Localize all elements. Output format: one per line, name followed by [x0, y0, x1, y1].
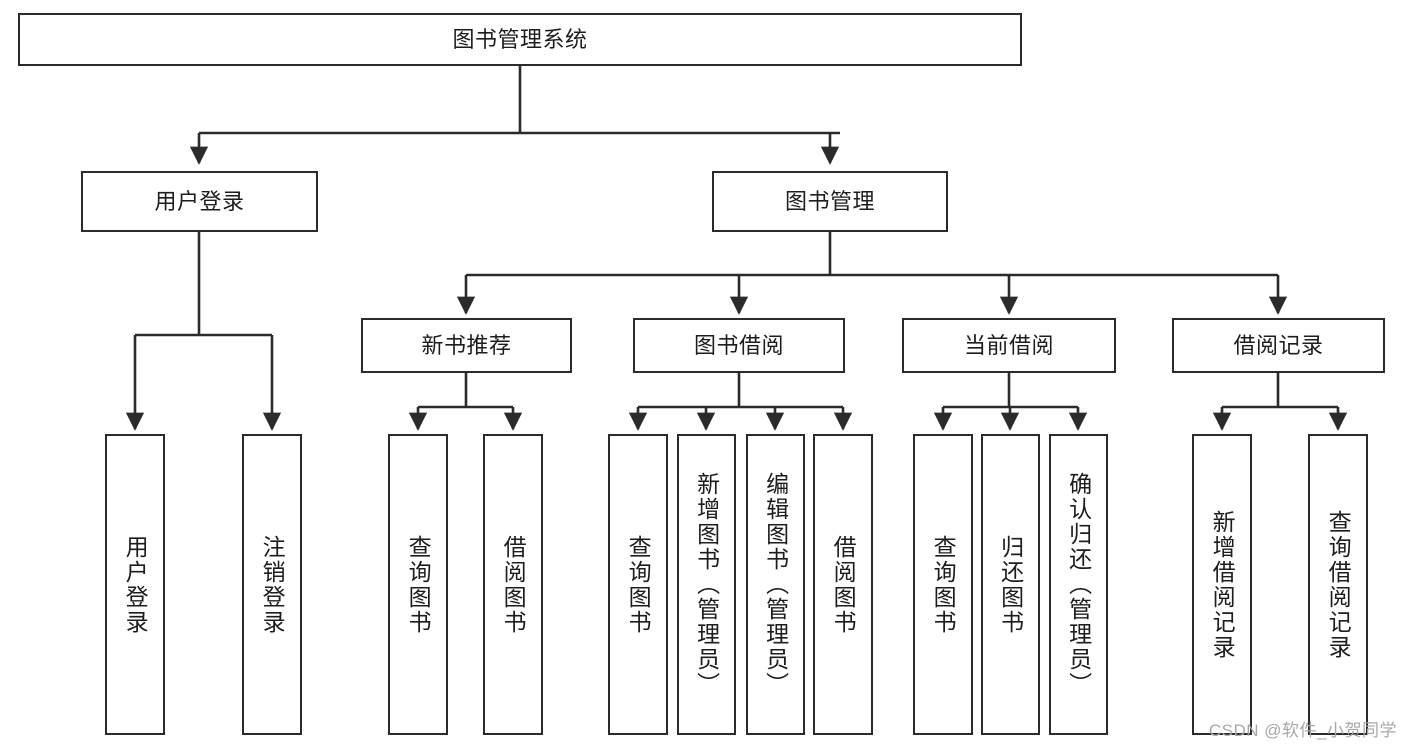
node-book-management[interactable]: 图书管理 [712, 171, 948, 232]
node-leaf-return-book-label: 归还图书 [997, 534, 1024, 635]
node-leaf-confirm-return[interactable]: 确认归还（管理员） [1049, 434, 1108, 735]
node-leaf-query-book-2[interactable]: 查询图书 [608, 434, 668, 735]
node-leaf-edit-book[interactable]: 编辑图书（管理员） [746, 434, 805, 735]
node-leaf-logout-label: 注销登录 [259, 534, 286, 635]
node-book-borrow-label: 图书借阅 [693, 332, 784, 358]
node-leaf-borrow-book-1-label: 借阅图书 [500, 534, 527, 635]
node-leaf-add-book[interactable]: 新增图书（管理员） [677, 434, 736, 735]
node-leaf-query-book-2-label: 查询图书 [625, 534, 652, 635]
node-leaf-query-book-3-label: 查询图书 [930, 534, 957, 635]
node-leaf-user-login[interactable]: 用户登录 [105, 434, 165, 735]
node-leaf-query-book-1-label: 查询图书 [405, 534, 432, 635]
node-borrow-record-label: 借阅记录 [1233, 332, 1324, 358]
node-borrow-record[interactable]: 借阅记录 [1172, 318, 1385, 373]
node-leaf-add-record-label: 新增借阅记录 [1209, 509, 1236, 660]
node-leaf-logout[interactable]: 注销登录 [242, 434, 302, 735]
node-book-borrow[interactable]: 图书借阅 [633, 318, 845, 373]
node-leaf-query-book-1[interactable]: 查询图书 [388, 434, 448, 735]
node-current-borrow[interactable]: 当前借阅 [902, 318, 1116, 373]
node-root[interactable]: 图书管理系统 [18, 13, 1022, 66]
node-new-book-recommend-label: 新书推荐 [421, 332, 512, 358]
node-root-label: 图书管理系统 [452, 26, 588, 52]
node-leaf-user-login-label: 用户登录 [122, 534, 149, 635]
node-user-login[interactable]: 用户登录 [81, 171, 318, 232]
node-leaf-confirm-return-label: 确认归还（管理员） [1065, 472, 1092, 697]
node-new-book-recommend[interactable]: 新书推荐 [361, 318, 572, 373]
node-user-login-label: 用户登录 [154, 188, 245, 214]
node-leaf-query-record-label: 查询借阅记录 [1325, 509, 1352, 660]
node-leaf-add-record[interactable]: 新增借阅记录 [1192, 434, 1252, 735]
node-current-borrow-label: 当前借阅 [963, 332, 1054, 358]
node-leaf-borrow-book-2[interactable]: 借阅图书 [813, 434, 873, 735]
node-leaf-add-book-label: 新增图书（管理员） [693, 472, 720, 697]
node-leaf-query-book-3[interactable]: 查询图书 [913, 434, 973, 735]
node-leaf-borrow-book-1[interactable]: 借阅图书 [483, 434, 543, 735]
node-book-management-label: 图书管理 [784, 188, 875, 214]
node-leaf-borrow-book-2-label: 借阅图书 [830, 534, 857, 635]
node-leaf-edit-book-label: 编辑图书（管理员） [762, 472, 789, 697]
node-leaf-return-book[interactable]: 归还图书 [981, 434, 1040, 735]
node-leaf-query-record[interactable]: 查询借阅记录 [1308, 434, 1368, 735]
